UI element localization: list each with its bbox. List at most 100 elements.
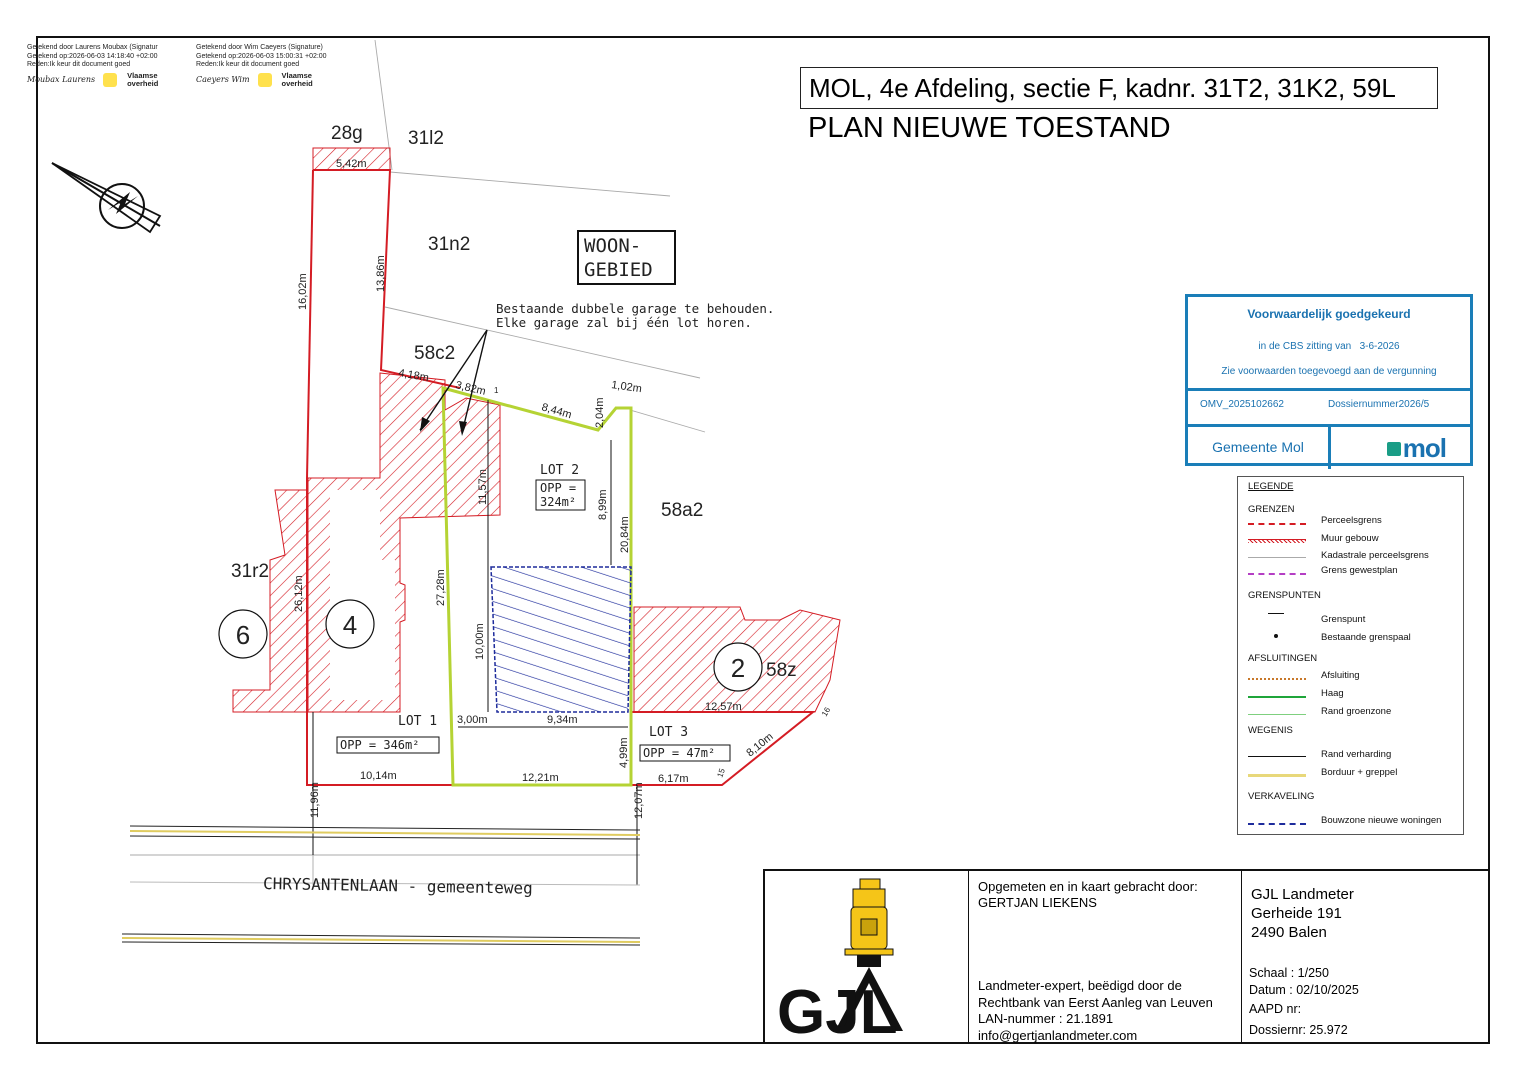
parcel-label: 31l2: [408, 128, 444, 149]
legend-item: Kadastrale perceelsgrens: [1321, 550, 1429, 561]
dimension-label: 8,99m: [597, 489, 609, 520]
street-lines: [121, 825, 641, 946]
legend-swatch: [1248, 523, 1306, 525]
legend-heading: WEGENIS: [1248, 725, 1293, 736]
surveyor-qualification: Landmeter-expert, beëdigd door de: [978, 978, 1182, 993]
lot-area: 324m²: [540, 495, 576, 509]
scale: Schaal : 1/250: [1249, 966, 1329, 980]
house-number-circle: [713, 642, 763, 692]
signature-line: Reden:Ik keur dit document goed: [27, 61, 131, 68]
legend-heading: AFSLUITINGEN: [1248, 653, 1318, 664]
legend-item: Bouwzone nieuwe woningen: [1321, 815, 1442, 826]
firm-name: GJL Landmeter: [1251, 886, 1354, 903]
session-prefix: in de CBS zitting van: [1258, 341, 1352, 352]
firm-street: Gerheide 191: [1251, 905, 1342, 922]
arrow-head-icon: [420, 417, 430, 432]
parcel-label: 58z: [766, 660, 797, 681]
dimension-label: 12,57m: [705, 701, 742, 713]
dimension-lines: [312, 400, 638, 885]
legend-item: Afsluiting: [1321, 670, 1360, 681]
legend-title: LEGENDE: [1248, 481, 1294, 492]
legend-item: Grenspunt: [1321, 614, 1366, 625]
legend-item: Bestaande grenspaal: [1321, 632, 1411, 643]
surveyor-tripod-icon: GJL: [777, 878, 903, 1047]
mol-logo: mol: [1386, 433, 1447, 464]
surveyor-name: GERTJAN LIEKENS: [978, 895, 1097, 910]
legend-swatch: [1248, 756, 1306, 757]
municipality-name: Gemeente Mol: [1188, 427, 1331, 469]
lot-name: LOT 2: [540, 463, 579, 478]
session-date: 3-6-2026: [1359, 341, 1400, 352]
legend: LEGENDE GRENZEN Perceelsgrens Muur gebou…: [1237, 476, 1464, 835]
legend-swatch: [1248, 774, 1306, 777]
approval-stamp: Voorwaardelijk goedgekeurd in de CBS zit…: [1185, 294, 1473, 469]
title-block: GJL Opgemeten en in kaart gebracht door:…: [763, 869, 1490, 1047]
house-number: 2: [731, 653, 745, 683]
parcel-label: 28g: [331, 123, 363, 144]
dimension-label: 4,99m: [618, 737, 630, 768]
gjl-logo-text: GJL: [777, 978, 898, 1042]
omv-number: OMV_2025102662: [1200, 399, 1284, 410]
dimension-label: 16,02m: [297, 273, 309, 310]
approval-ids-row: OMV_2025102662 Dossiernummer2026/5: [1188, 388, 1470, 427]
dimension-label: 13,86m: [375, 255, 387, 292]
signature-block-1: Getekend door Laurens Moubax (Signatur G…: [27, 44, 167, 88]
legend-item: Borduur + greppel: [1321, 767, 1398, 778]
dossier-number: Dossiernr: 25.972: [1249, 1023, 1348, 1037]
surveyor-qualification: Rechtbank van Eerst Aanleg van Leuven: [978, 995, 1213, 1010]
legend-item: Rand groenzone: [1321, 706, 1392, 717]
lot-area: OPP =: [540, 481, 576, 495]
house-number-circle: [325, 599, 375, 649]
email-address: info@gertjanlandmeter.com: [978, 1028, 1138, 1043]
dossier-number: Dossiernummer2026/5: [1328, 399, 1430, 410]
lot-area: OPP = 47m²: [643, 746, 715, 760]
vlaamse-lion-logo-icon: [103, 72, 118, 87]
zone-label: WOON-: [584, 235, 641, 257]
legend-swatch: [1248, 557, 1306, 558]
dimension-label: 27,28m: [435, 569, 447, 606]
bouwzone-nieuwe-woningen: [490, 566, 632, 713]
arrow-head-icon: [459, 421, 467, 436]
grenspaal-icon: [1274, 634, 1278, 638]
aapd-number: AAPD nr:: [1249, 1002, 1302, 1016]
lot-area: OPP = 346m²: [340, 738, 419, 752]
signature-block-2: Getekend door Wim Caeyers (Signature) Ge…: [196, 44, 327, 88]
firm-info: GJL Landmeter Gerheide 191 2490 Balen Sc…: [1241, 871, 1488, 1042]
dimension-label: 9,34m: [547, 714, 578, 726]
zone-label: GEBIED: [584, 259, 653, 281]
house-number: 6: [236, 620, 250, 650]
dimension-label: 11,96m: [309, 782, 321, 818]
perceelsgrens: [306, 169, 816, 786]
dimension-label: 1,02m: [611, 379, 643, 395]
lot-name: LOT 1: [398, 714, 437, 729]
plan-subtitle: PLAN NIEUWE TOESTAND: [808, 112, 1171, 144]
cadastral-lines: [130, 39, 706, 885]
gjl-logo: GJL: [765, 871, 969, 1047]
approval-session: in de CBS zitting van 3-6-2026: [1188, 341, 1470, 352]
legend-swatch: [1248, 714, 1306, 715]
approval-heading: Voorwaardelijk goedgekeurd: [1247, 307, 1411, 321]
legend-item: Grens gewestplan: [1321, 565, 1398, 576]
approval-note: Zie voorwaarden toegevoegd aan de vergun…: [1221, 366, 1437, 377]
legend-item: Haag: [1321, 688, 1344, 699]
dimension-label: 12,21m: [522, 772, 559, 784]
dimension-label: 26,12m: [293, 575, 305, 612]
dimension-label: 6,17m: [658, 773, 689, 785]
lot-2-area-box: [535, 479, 586, 511]
signature-line: Getekend op:2026-06-03 14:18:40 +02:00: [27, 52, 158, 60]
north-arrow-icon: [51, 162, 162, 234]
garage-note: Bestaande dubbele garage te behouden.: [496, 301, 774, 316]
lot-1-area-box: [336, 736, 440, 754]
dimension-label: 10,00m: [474, 623, 486, 660]
dimension-label: 3,00m: [457, 714, 488, 726]
legend-swatch: [1248, 823, 1306, 828]
mol-logo-text: mol: [1402, 433, 1447, 463]
parcel-label: 58c2: [414, 343, 455, 364]
signature-line: Getekend op:2026-06-03 15:00:31 +02:00: [196, 52, 327, 60]
lot-name: LOT 3: [649, 725, 688, 740]
zone-box: [577, 230, 676, 285]
date: Datum : 02/10/2025: [1249, 983, 1359, 997]
handwritten-signature: Moubax Laurens: [27, 74, 96, 84]
grenspunt-icon: [1268, 613, 1284, 614]
